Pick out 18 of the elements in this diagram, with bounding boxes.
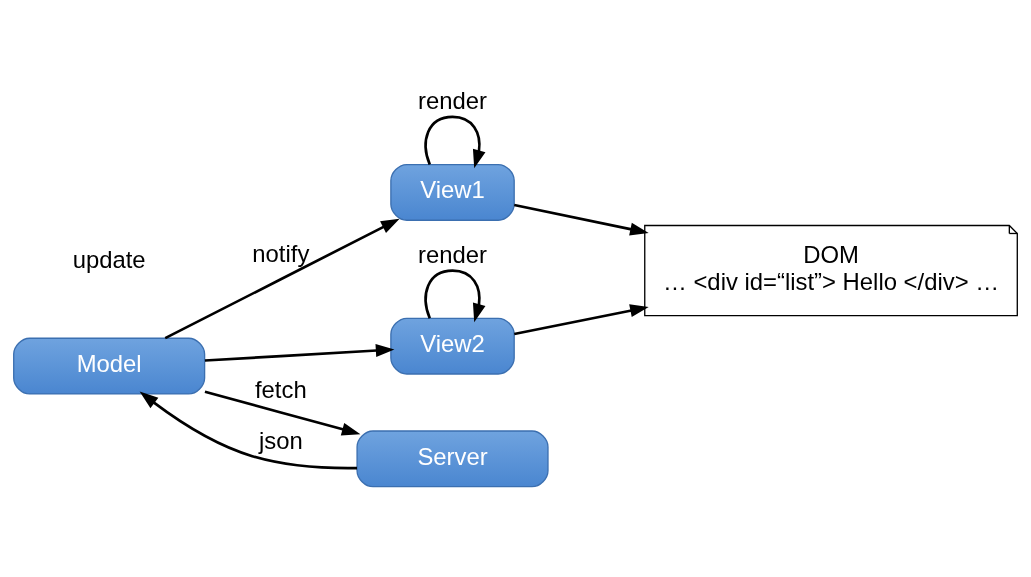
node-box: View2 [390,317,515,375]
arrow [164,218,400,340]
node-box: View1 [390,163,515,221]
arrow [424,269,486,323]
arrow [513,304,649,336]
arrow [513,203,649,236]
node-box: Server [356,430,549,488]
arrow [139,391,358,470]
edge-label: fetch [254,376,307,404]
label: update [72,246,146,274]
node-box: Model [13,337,206,395]
edge-label: notify [252,239,310,267]
arrow [204,344,395,362]
edge-label: render [418,87,488,115]
edge-label: render [418,241,488,269]
arrow [424,115,486,169]
edge-label: json [258,426,303,454]
arrow [204,390,361,436]
